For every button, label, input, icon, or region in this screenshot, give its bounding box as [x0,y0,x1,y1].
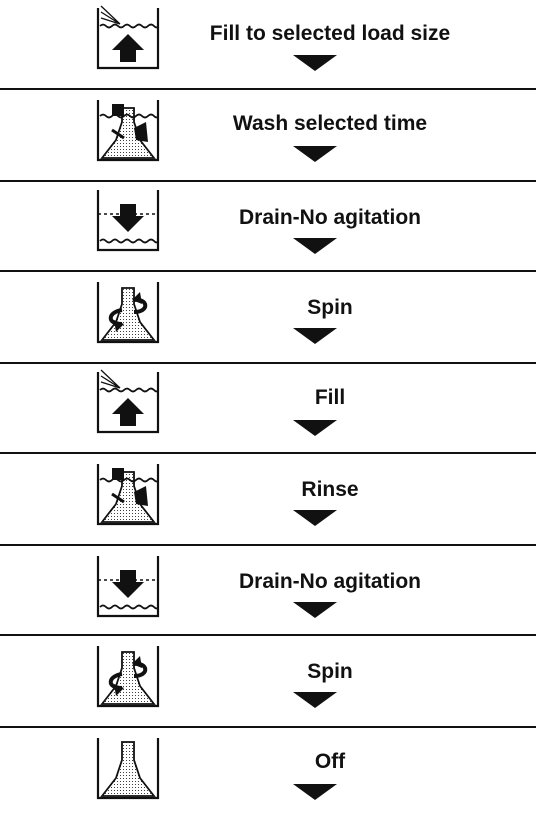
down-arrow-icon [293,55,337,71]
down-arrow-icon [293,146,337,162]
down-arrow-icon [293,238,337,254]
spin-icon [92,276,164,348]
step-label: Rinse [301,478,359,501]
step-label: Spin [307,296,353,319]
off-icon [92,732,164,804]
down-arrow-icon [293,692,337,708]
step-divider [0,362,536,364]
down-arrow-icon [293,602,337,618]
fill-icon [92,366,164,438]
step-label: Fill to selected load size [209,22,451,45]
step-label: Wash selected time [232,112,428,135]
step-label: Fill [314,386,346,409]
step-divider [0,452,536,454]
drain-icon [92,184,164,256]
step-divider [0,180,536,182]
wash-icon [92,94,164,166]
down-arrow-icon [293,328,337,344]
drain-icon [92,550,164,622]
step-label: Drain-No agitation [239,206,421,229]
step-divider [0,544,536,546]
down-arrow-icon [293,784,337,800]
down-arrow-icon [293,510,337,526]
step-label: Off [314,750,346,773]
down-arrow-icon [293,420,337,436]
step-divider [0,88,536,90]
step-divider [0,270,536,272]
fill-icon [92,2,164,74]
spin-icon [92,640,164,712]
step-label: Spin [307,660,353,683]
step-label: Drain-No agitation [239,570,421,593]
step-divider [0,634,536,636]
step-divider [0,726,536,728]
wash-icon [92,458,164,530]
